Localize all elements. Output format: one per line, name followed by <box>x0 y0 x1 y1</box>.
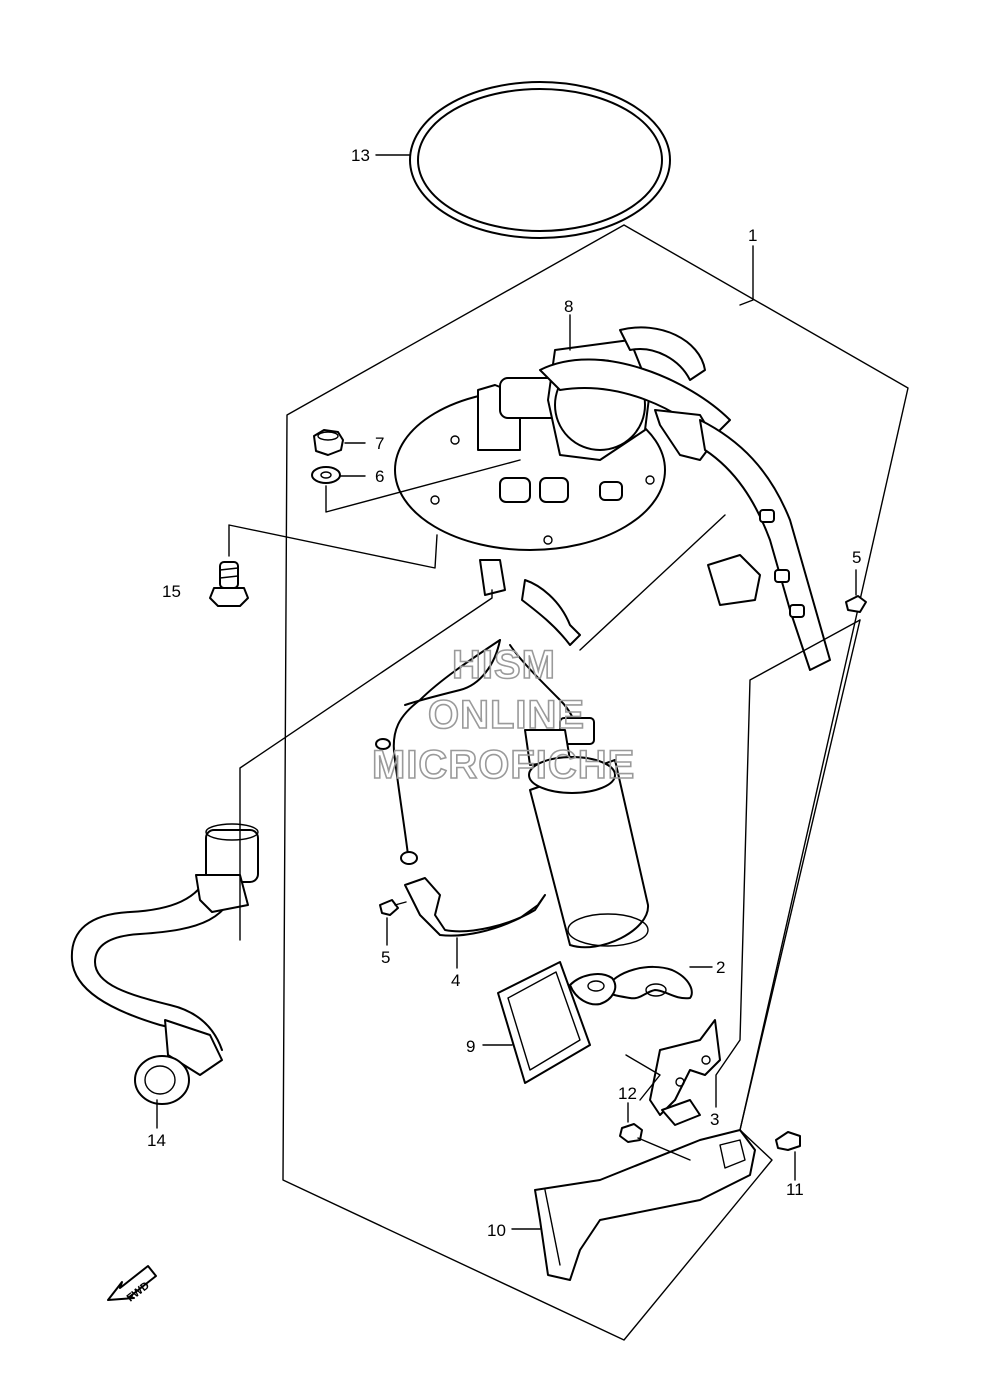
bolt-part-15 <box>209 561 249 607</box>
callout-9: 9 <box>466 1037 475 1056</box>
washer-part-6 <box>311 466 341 484</box>
watermark-line-1: HISM <box>452 643 556 687</box>
callout-3: 3 <box>710 1110 719 1129</box>
callout-14: 14 <box>147 1131 166 1150</box>
guard-part-10 <box>534 1129 756 1281</box>
filter-part-9 <box>497 961 617 1084</box>
callout-5-left: 5 <box>381 948 390 967</box>
clamp-band-part-4 <box>404 877 546 937</box>
watermark-line-2: ONLINE <box>428 693 585 737</box>
callout-7: 7 <box>375 434 384 453</box>
o-ring-part-13 <box>409 81 671 239</box>
nut-part-7 <box>313 429 344 456</box>
callout-11: 11 <box>786 1180 804 1199</box>
callout-4: 4 <box>451 971 460 990</box>
callout-8: 8 <box>564 297 573 316</box>
assembly-boundary <box>282 224 909 1341</box>
callout-12: 12 <box>618 1084 637 1103</box>
callout-2: 2 <box>716 958 725 977</box>
watermark-line-3: MICROFICHE <box>372 743 635 787</box>
bracket-part-3 <box>649 1019 721 1126</box>
fuel-hose-part-14 <box>70 823 259 1105</box>
callout-5-right: 5 <box>852 548 861 567</box>
callout-6: 6 <box>375 467 384 486</box>
callout-13: 13 <box>351 146 370 165</box>
leader-lines <box>156 154 861 1230</box>
pump-top-plate-part-8 <box>394 326 731 646</box>
fuel-pump-body <box>524 729 650 949</box>
screw-part-12 <box>619 1123 643 1143</box>
bolt-part-5-left <box>379 899 407 916</box>
pump-bracket-arm <box>699 419 831 671</box>
bolt-part-5-right <box>845 595 867 613</box>
callout-10: 10 <box>487 1221 506 1240</box>
wire-harness <box>375 639 595 865</box>
forward-direction-arrow: FWD <box>107 1265 157 1304</box>
callout-15: 15 <box>162 582 181 601</box>
callout-1: 1 <box>748 226 757 245</box>
clip-part-2 <box>604 966 693 1000</box>
screw-part-11 <box>775 1131 801 1151</box>
